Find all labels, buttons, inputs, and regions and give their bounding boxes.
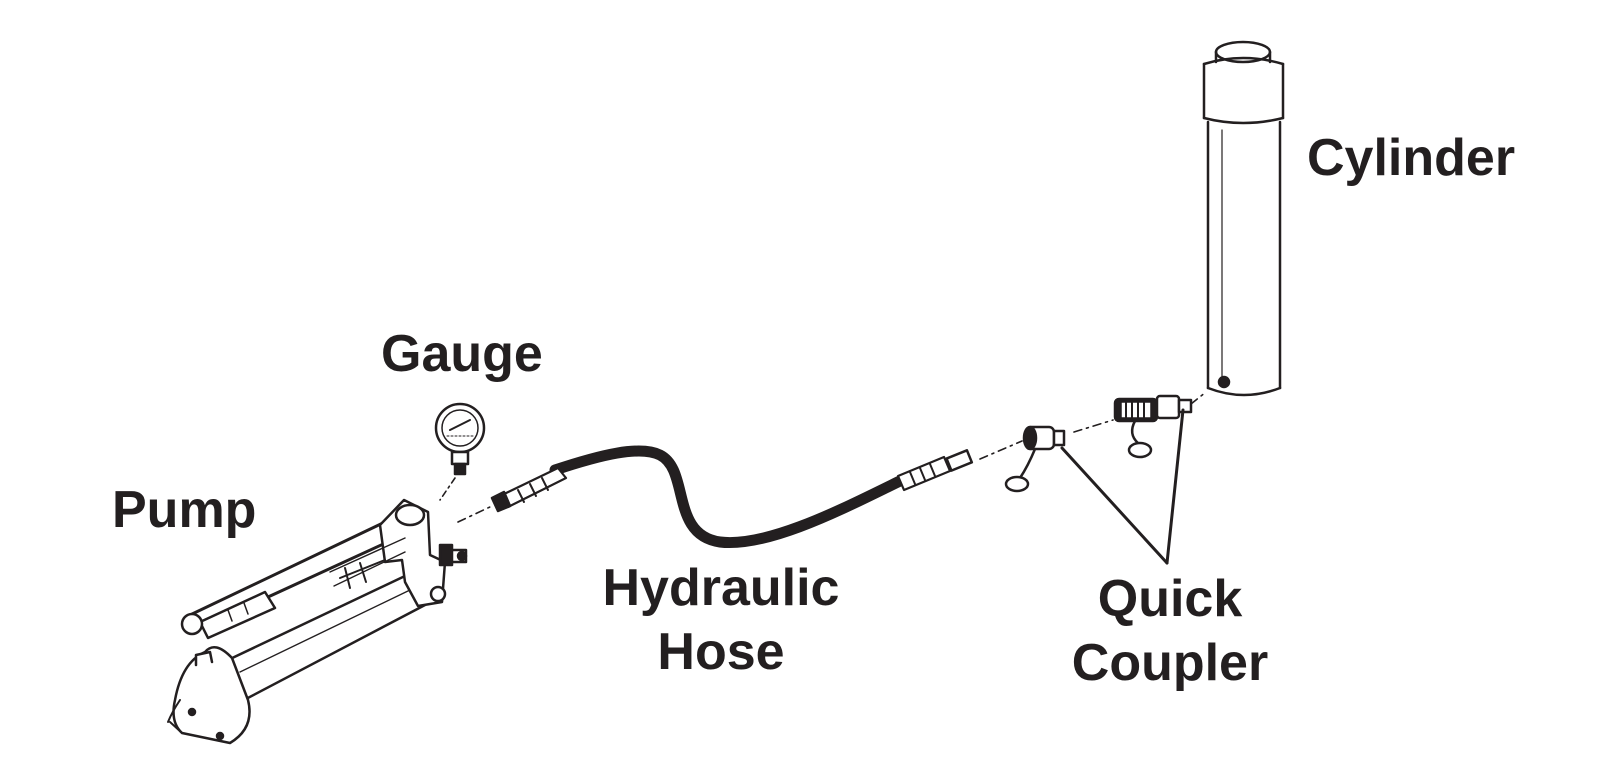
hydraulic-hose-drawing xyxy=(457,445,974,549)
quick-coupler-label-line2: Coupler xyxy=(1071,634,1269,692)
hydraulic-hose-label-line2: Hose xyxy=(657,623,785,681)
quick-coupler-drawing xyxy=(979,391,1207,565)
pump-drawing xyxy=(167,498,468,745)
gauge-label: Gauge xyxy=(381,325,543,383)
hydraulic-hose-label-line1: Hydraulic xyxy=(602,559,840,617)
cylinder-drawing xyxy=(1202,40,1285,397)
gauge-drawing xyxy=(434,402,486,501)
quick-coupler-label-line1: Quick xyxy=(1097,570,1243,628)
quick-coupler-label: Quick Coupler xyxy=(1060,567,1280,695)
pump-label: Pump xyxy=(112,481,257,539)
cylinder-label: Cylinder xyxy=(1307,129,1516,187)
hydraulic-hose-label: Hydraulic Hose xyxy=(590,556,852,684)
